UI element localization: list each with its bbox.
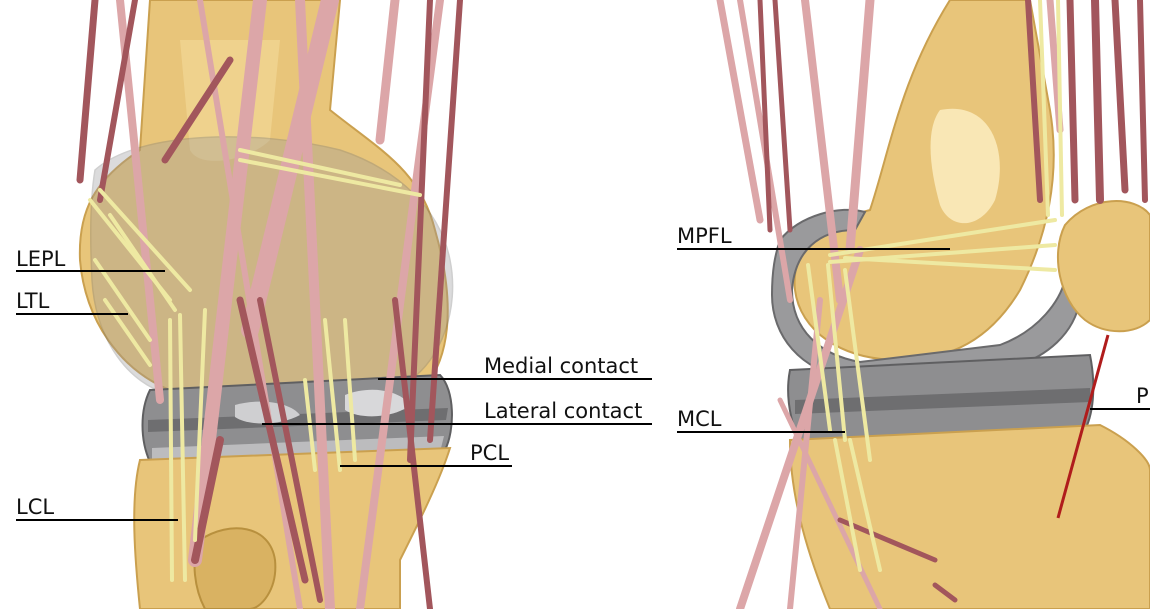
label-lepl: LEPL xyxy=(16,247,66,271)
label-mcl: MCL xyxy=(677,407,722,431)
label-ltl: LTL xyxy=(16,289,50,313)
label-lcl: LCL xyxy=(16,495,54,519)
right-knee-view: MPFL MCL P xyxy=(677,0,1150,609)
label-mpfl: MPFL xyxy=(677,224,732,248)
left-knee-view: LEPL LTL LCL Medial contact Lateral cont… xyxy=(16,0,652,609)
label-medial-contact: Medial contact xyxy=(484,354,638,378)
right-tibia xyxy=(790,425,1150,609)
label-pcl: PCL xyxy=(470,441,509,465)
left-fibula xyxy=(195,528,276,609)
label-lateral-contact: Lateral contact xyxy=(484,399,642,423)
label-p: P xyxy=(1136,384,1149,408)
